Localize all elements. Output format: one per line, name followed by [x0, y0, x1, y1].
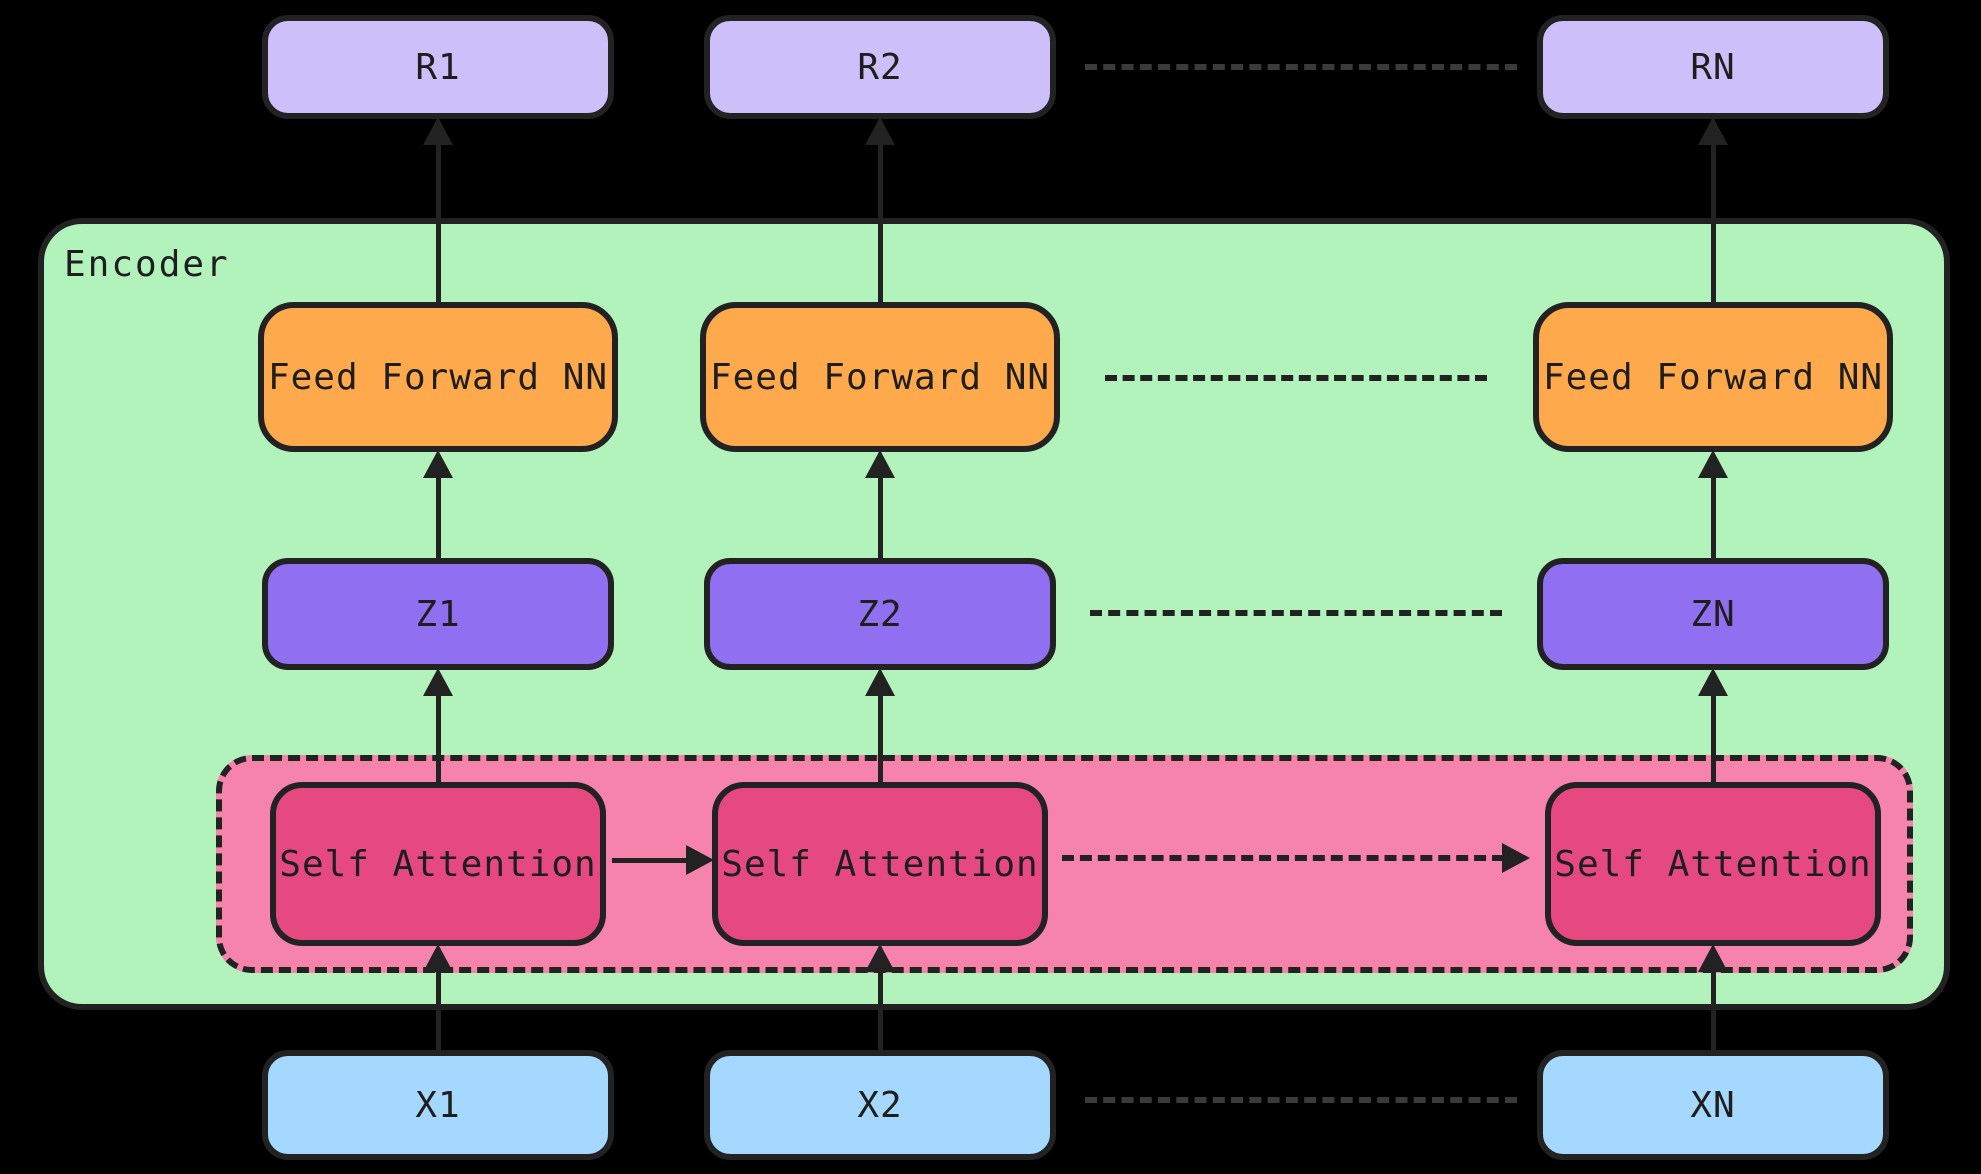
- feed-forward-box-n: Feed Forward NN: [1533, 302, 1893, 452]
- arrowhead-sa1-to-z1: [423, 668, 453, 696]
- arrowhead-ffn2-to-r2: [865, 117, 895, 145]
- arrow-san-to-zn: [1711, 692, 1716, 782]
- z-box-2: Z2: [704, 558, 1056, 670]
- arrowhead-sa2-to-san: [1502, 843, 1530, 873]
- arrowhead-x1-to-sa1: [423, 944, 453, 972]
- feed-forward-box-2: Feed Forward NN: [700, 302, 1060, 452]
- arrow-x2-to-sa2: [878, 965, 883, 1050]
- arrow-zn-to-ffnn: [1711, 474, 1716, 558]
- output-box-rn: RN: [1537, 15, 1889, 119]
- feed-forward-box-1: Feed Forward NN: [258, 302, 618, 452]
- arrowhead-sa1-to-sa2: [686, 845, 714, 875]
- arrow-ffn1-to-r1: [436, 141, 441, 302]
- arrow-ffnn-to-rn: [1711, 141, 1716, 302]
- arrow-x1-to-sa1: [436, 965, 441, 1050]
- input-box-x1: X1: [262, 1050, 614, 1160]
- self-attention-box-1: Self Attention: [270, 782, 606, 946]
- dashed-line-r2-to-rn: [1085, 64, 1517, 70]
- input-box-xn: XN: [1537, 1050, 1889, 1160]
- z-box-1: Z1: [262, 558, 614, 670]
- arrowhead-san-to-zn: [1698, 668, 1728, 696]
- arrowhead-zn-to-ffnn: [1698, 450, 1728, 478]
- arrowhead-xn-to-san: [1698, 944, 1728, 972]
- arrowhead-z2-to-ffn2: [865, 450, 895, 478]
- dashed-line-x2-to-xn: [1085, 1097, 1517, 1103]
- arrow-sa1-to-z1: [436, 692, 441, 782]
- arrow-sa1-to-sa2: [612, 858, 688, 863]
- input-box-x2: X2: [704, 1050, 1056, 1160]
- self-attention-box-2: Self Attention: [712, 782, 1048, 946]
- arrow-z2-to-ffn2: [878, 474, 883, 558]
- arrow-sa2-to-z2: [878, 692, 883, 782]
- dashed-arrow-sa2-to-san: [1062, 855, 1504, 861]
- arrowhead-ffn1-to-r1: [423, 117, 453, 145]
- output-box-r2: R2: [704, 15, 1056, 119]
- encoder-label: Encoder: [64, 244, 230, 285]
- self-attention-box-n: Self Attention: [1545, 782, 1881, 946]
- z-box-n: ZN: [1537, 558, 1889, 670]
- output-box-r1: R1: [262, 15, 614, 119]
- arrowhead-x2-to-sa2: [865, 944, 895, 972]
- arrow-z1-to-ffn1: [436, 474, 441, 558]
- arrowhead-sa2-to-z2: [865, 668, 895, 696]
- arrowhead-ffnn-to-rn: [1698, 117, 1728, 145]
- dashed-line-z2-to-zn: [1090, 610, 1502, 616]
- arrowhead-z1-to-ffn1: [423, 450, 453, 478]
- arrow-xn-to-san: [1711, 965, 1716, 1050]
- dashed-line-ffn2-to-ffnn: [1105, 375, 1487, 381]
- arrow-ffn2-to-r2: [878, 141, 883, 302]
